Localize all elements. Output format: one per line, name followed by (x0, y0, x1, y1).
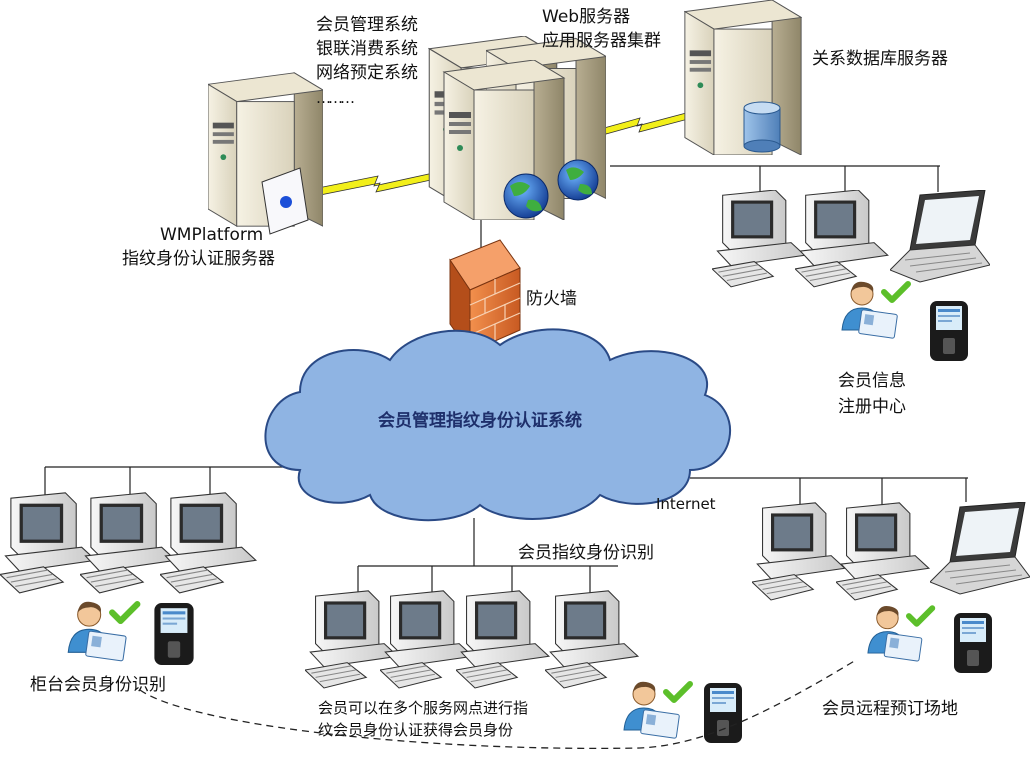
remote-terminals (752, 502, 1030, 673)
member-card-icon (624, 682, 690, 739)
app-system-label: 网络预定系统 (316, 63, 418, 83)
link-wm-to-cluster (317, 171, 441, 196)
cloud (264, 328, 731, 522)
remote-booking-label: 会员远程预订场地 (822, 699, 958, 719)
cloud-system-title: 会员管理指纹身份认证系统 (378, 411, 582, 431)
fingerprint-reader-icon (954, 613, 992, 673)
laptop (890, 190, 990, 283)
network-lines (44, 165, 968, 594)
globe-icon (557, 159, 599, 201)
app-system-ellipsis: ……… (316, 89, 355, 107)
database-icon (743, 101, 781, 153)
fingerprint-reader-icon (930, 301, 968, 361)
registration-center-label: 会员信息 (838, 371, 906, 391)
desktop-pc (456, 590, 550, 689)
member-card-icon (842, 282, 908, 339)
desktop-pc (80, 492, 177, 594)
member-card-icon (68, 602, 137, 661)
fingerprint-server-label: 指纹身份认证服务器 (122, 249, 275, 269)
fingerprint-icon (280, 196, 292, 208)
fingerprint-reader-icon (154, 603, 194, 665)
firewall-label: 防火墙 (526, 289, 577, 309)
multi-point-note: 纹会员身份认证获得会员身份 (318, 721, 514, 739)
desktop-pc (0, 492, 97, 594)
desktop-pc (836, 502, 930, 601)
registration-terminals (712, 190, 990, 361)
desktop-pc (160, 492, 257, 594)
app-system-label: 银联消费系统 (316, 39, 418, 59)
database-server (684, 0, 802, 155)
web-server-cluster (428, 36, 606, 220)
wmplatform-label: WMPlatform (160, 225, 264, 245)
app-system-label: 会员管理系统 (316, 15, 418, 35)
fingerprint-id-label: 会员指纹身份识别 (518, 543, 654, 563)
web-server-label: Web服务器 (542, 7, 631, 27)
desktop-pc (545, 590, 639, 689)
link-cluster-to-db (603, 111, 693, 135)
db-server-label: 关系数据库服务器 (812, 49, 948, 69)
globe-icon (503, 173, 549, 219)
counter-id-label: 柜台会员身份识别 (30, 675, 166, 695)
counter-terminals (0, 492, 257, 665)
laptop (930, 502, 1030, 595)
desktop-pc (752, 502, 846, 601)
app-cluster-label: 应用服务器集群 (542, 31, 661, 51)
firewall-icon (449, 239, 521, 354)
member-card-icon (868, 606, 932, 661)
desktop-pc (712, 190, 806, 288)
internet-label: Internet (656, 495, 716, 513)
registration-center-label: 注册中心 (838, 397, 906, 417)
roaming-path (139, 659, 857, 750)
multi-point-note: 会员可以在多个服务网点进行指 (318, 699, 529, 717)
wmplatform-server (208, 72, 323, 235)
desktop-pc (795, 190, 889, 288)
